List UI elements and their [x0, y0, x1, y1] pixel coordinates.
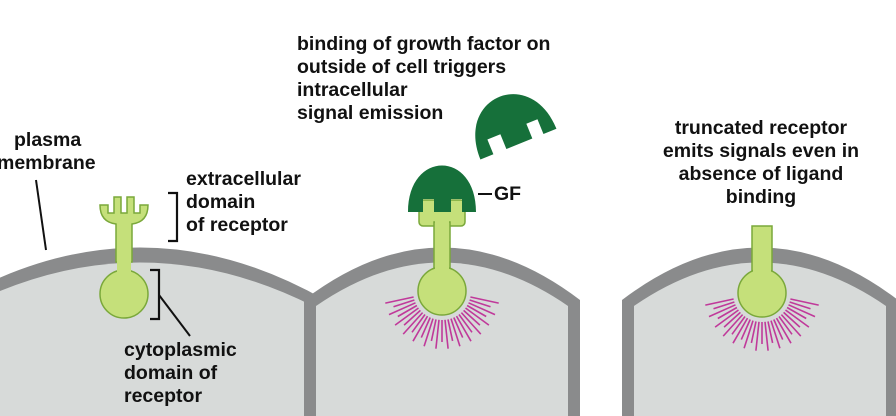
signal-ray	[430, 319, 437, 342]
signal-ray	[770, 320, 781, 349]
signal-ray	[764, 321, 769, 351]
signal-ray	[385, 296, 414, 304]
gf-caption-line-1: binding of growth factor on	[297, 33, 551, 55]
signal-ray	[465, 307, 490, 326]
membrane-label-line-2: membrane	[0, 152, 96, 174]
cell-1	[0, 247, 325, 416]
signal-ray	[713, 301, 735, 310]
signal-ray	[468, 302, 496, 316]
membrane-label: plasma membrane	[0, 129, 96, 175]
signal-ray	[394, 307, 419, 326]
signal-ray	[444, 319, 449, 349]
membrane-leader-line	[35, 179, 47, 251]
signal-rays-3	[705, 298, 819, 351]
receptor-1	[99, 196, 149, 319]
extracellular-label-line-2: domain	[186, 191, 256, 213]
signal-ray	[778, 316, 793, 335]
signal-ray	[732, 317, 749, 344]
cytoplasmic-leader-line	[158, 294, 191, 337]
membrane-label-line-1: plasma	[14, 129, 82, 151]
cell-3	[622, 247, 896, 416]
truncated-caption-line-2: emits signals even in	[662, 140, 860, 162]
cytoplasmic-bracket	[150, 268, 161, 321]
receptor-2-cytoplasmic-domain	[417, 266, 467, 316]
gf-caption-line-2: outside of cell triggers	[297, 56, 507, 78]
signal-ray	[705, 298, 734, 306]
receptor-1-extracellular-domain	[99, 196, 149, 263]
cell-1-cytoplasm	[0, 262, 313, 416]
signal-ray	[755, 321, 760, 351]
signal-ray	[723, 311, 741, 328]
signal-ray	[435, 319, 440, 349]
receptor-2	[417, 199, 467, 316]
gf-label: GF	[494, 183, 522, 205]
receptor-2-stalk-fill	[435, 220, 449, 272]
truncated-caption-line-1: truncated receptor	[674, 117, 848, 139]
signal-ray	[420, 317, 431, 338]
signal-ray	[790, 298, 819, 306]
signal-ray	[773, 319, 784, 340]
signal-ray	[388, 302, 416, 316]
signal-rays-2	[385, 296, 499, 349]
signal-ray	[458, 314, 473, 333]
receptor-3-cytoplasmic-domain	[737, 268, 787, 318]
signal-ray	[470, 296, 499, 304]
signal-ray	[717, 306, 738, 320]
signal-ray	[785, 309, 810, 328]
signal-ray	[767, 321, 774, 344]
cytoplasmic-label-line-2: domain of	[124, 362, 218, 384]
cell-3-cytoplasm	[634, 262, 886, 416]
signal-ray	[780, 314, 802, 337]
growth-factor-caption: binding of growth factor on outside of c…	[297, 33, 550, 125]
truncated-receptor-caption: truncated receptor emits signals even in…	[646, 117, 876, 209]
signal-ray	[455, 315, 472, 342]
cytoplasmic-domain-label: cytoplasmic domain of receptor	[124, 339, 237, 408]
gf-caption-line-3: intracellular	[297, 79, 408, 101]
gf-caption-line-4: signal emission	[297, 102, 444, 124]
signal-ray	[783, 311, 801, 328]
signal-ray	[463, 309, 481, 326]
cytoplasmic-label-line-1: cytoplasmic	[124, 339, 237, 361]
signal-ray	[397, 304, 418, 318]
signal-ray	[460, 312, 482, 335]
signal-ray	[775, 317, 792, 344]
signal-ray	[423, 318, 434, 347]
growth-factor-bound	[408, 165, 476, 212]
signal-ray	[393, 299, 415, 308]
signal-ray	[743, 320, 754, 349]
extracellular-domain-label: extracellular domain of receptor	[186, 168, 301, 237]
truncated-caption-line-4: binding	[725, 186, 797, 208]
signal-ray	[453, 317, 464, 338]
extracellular-label-line-3: of receptor	[186, 214, 288, 236]
signal-ray	[402, 312, 424, 335]
receptor-1-stalk-fill	[117, 255, 131, 273]
signal-ray	[466, 304, 487, 318]
signal-ray	[722, 314, 744, 337]
truncated-caption-line-3: absence of ligand	[678, 163, 844, 185]
cytoplasmic-label-line-3: receptor	[124, 385, 203, 407]
signal-ray	[786, 306, 807, 320]
signal-ray	[788, 304, 816, 318]
signal-ray	[740, 319, 751, 340]
receptor-3-stalk-fill	[753, 262, 771, 274]
receptor-1-cytoplasmic-domain	[99, 269, 149, 319]
signal-ray	[708, 304, 736, 318]
signal-ray	[411, 314, 426, 333]
signal-ray	[412, 315, 429, 342]
signal-ray	[714, 309, 739, 328]
extracellular-label-line-1: extracellular	[186, 168, 301, 190]
extracellular-bracket	[168, 191, 179, 243]
signal-ray	[789, 301, 811, 310]
signal-ray	[403, 309, 421, 326]
signal-ray	[469, 299, 491, 308]
growth-factor-free	[475, 94, 557, 160]
signal-ray	[731, 316, 746, 335]
receptor-3	[737, 225, 787, 318]
signal-ray	[447, 319, 454, 342]
signal-ray	[450, 318, 461, 347]
signal-ray	[750, 321, 757, 344]
